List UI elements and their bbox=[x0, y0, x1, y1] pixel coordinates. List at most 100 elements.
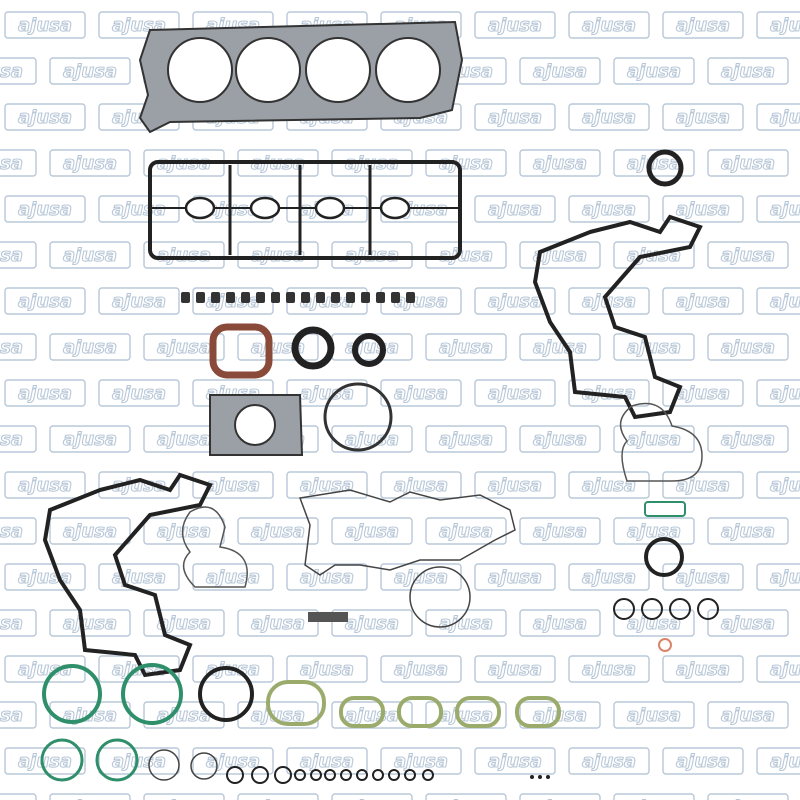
watermark-tile bbox=[613, 57, 695, 85]
watermark-tile bbox=[474, 103, 556, 131]
valve-stem-seal bbox=[346, 292, 355, 303]
camshaft-seal bbox=[291, 326, 335, 370]
watermark-text: ajusa bbox=[721, 61, 775, 82]
watermark-text: ajusa bbox=[439, 337, 493, 358]
watermark-tile bbox=[380, 563, 462, 591]
watermark-tile bbox=[49, 609, 131, 637]
watermark-tile bbox=[49, 149, 131, 177]
o-ring bbox=[190, 752, 218, 780]
watermark-tile bbox=[613, 793, 695, 800]
watermark-tile bbox=[474, 11, 556, 39]
watermark-tile bbox=[49, 517, 131, 545]
valve-stem-seal bbox=[241, 292, 250, 303]
watermark-tile bbox=[0, 333, 37, 361]
valve-stem-seal bbox=[271, 292, 280, 303]
watermark-text: ajusa bbox=[627, 337, 681, 358]
valve-stem-seal bbox=[286, 292, 295, 303]
crankshaft-seal bbox=[209, 323, 273, 379]
small-o-ring bbox=[226, 766, 244, 784]
watermark-text: ajusa bbox=[112, 199, 166, 220]
watermark-text: ajusa bbox=[533, 61, 587, 82]
watermark-tile bbox=[662, 563, 744, 591]
watermark-text: ajusa bbox=[439, 429, 493, 450]
watermark-text: ajusa bbox=[394, 751, 448, 772]
watermark-tile bbox=[425, 425, 507, 453]
watermark-text: ajusa bbox=[63, 337, 117, 358]
watermark-text: ajusa bbox=[157, 705, 211, 726]
watermark-tile bbox=[98, 287, 180, 315]
valve-cover-gasket bbox=[148, 160, 462, 260]
watermark-tile bbox=[4, 287, 86, 315]
watermark-text: ajusa bbox=[300, 567, 354, 588]
o-ring-green bbox=[40, 738, 84, 782]
valve-stem-seal bbox=[406, 292, 415, 303]
watermark-text: ajusa bbox=[488, 15, 542, 36]
watermark-tile bbox=[98, 379, 180, 407]
o-ring bbox=[669, 598, 691, 620]
watermark-tile bbox=[331, 701, 413, 729]
watermark-tile bbox=[707, 333, 789, 361]
watermark-tile bbox=[756, 11, 800, 39]
intake-seal bbox=[455, 696, 501, 728]
watermark-tile bbox=[331, 241, 413, 269]
watermark-text: ajusa bbox=[394, 659, 448, 680]
watermark-text: ajusa bbox=[63, 521, 117, 542]
valve-stem-seal bbox=[331, 292, 340, 303]
watermark-text: ajusa bbox=[251, 613, 305, 634]
watermark-tile bbox=[380, 471, 462, 499]
watermark-tile bbox=[286, 471, 368, 499]
watermark-text: ajusa bbox=[627, 797, 681, 800]
watermark-text: ajusa bbox=[582, 475, 636, 496]
watermark-tile bbox=[425, 793, 507, 800]
watermark-text: ajusa bbox=[18, 291, 72, 312]
watermark-text: ajusa bbox=[627, 153, 681, 174]
watermark-tile bbox=[756, 655, 800, 683]
small-o-ring bbox=[324, 769, 336, 781]
watermark-tile bbox=[756, 287, 800, 315]
watermark-text: ajusa bbox=[721, 705, 775, 726]
watermark-text: ajusa bbox=[63, 61, 117, 82]
watermark-tile bbox=[568, 195, 650, 223]
watermark-tile bbox=[474, 195, 556, 223]
watermark-tile bbox=[474, 563, 556, 591]
small-o-ring bbox=[356, 769, 368, 781]
watermark-tile bbox=[0, 57, 37, 85]
watermark-text: ajusa bbox=[251, 337, 305, 358]
watermark-text: ajusa bbox=[676, 751, 730, 772]
watermark-text: ajusa bbox=[488, 475, 542, 496]
watermark-text: ajusa bbox=[439, 613, 493, 634]
cylinder-bore bbox=[235, 37, 301, 103]
watermark-text: ajusa bbox=[18, 475, 72, 496]
intake-seal bbox=[515, 696, 561, 728]
watermark-text: ajusa bbox=[488, 751, 542, 772]
exhaust-port bbox=[234, 404, 276, 446]
watermark-text: ajusa bbox=[533, 613, 587, 634]
o-ring bbox=[613, 598, 635, 620]
watermark-text: ajusa bbox=[18, 15, 72, 36]
watermark-tile bbox=[286, 563, 368, 591]
turbo-gasket-ring bbox=[323, 382, 393, 452]
watermark-tile bbox=[568, 655, 650, 683]
watermark-text: ajusa bbox=[157, 613, 211, 634]
valve-stem-seal bbox=[301, 292, 310, 303]
watermark-text: ajusa bbox=[533, 337, 587, 358]
o-ring-green bbox=[42, 664, 102, 724]
watermark-text: ajusa bbox=[676, 291, 730, 312]
watermark-text: ajusa bbox=[676, 383, 730, 404]
small-o-ring bbox=[310, 769, 322, 781]
watermark-tile bbox=[568, 563, 650, 591]
watermark-text: ajusa bbox=[721, 429, 775, 450]
watermark-tile bbox=[143, 793, 225, 800]
watermark-text: ajusa bbox=[439, 521, 493, 542]
watermark-text: ajusa bbox=[582, 659, 636, 680]
watermark-tile bbox=[0, 149, 37, 177]
watermark-text: ajusa bbox=[0, 705, 23, 726]
watermark-text: ajusa bbox=[488, 567, 542, 588]
watermark-text: ajusa bbox=[770, 107, 800, 128]
watermark-text: ajusa bbox=[488, 383, 542, 404]
watermark-text: ajusa bbox=[63, 797, 117, 800]
watermark-text: ajusa bbox=[676, 659, 730, 680]
o-ring-green bbox=[121, 663, 183, 725]
watermark-tile bbox=[519, 57, 601, 85]
